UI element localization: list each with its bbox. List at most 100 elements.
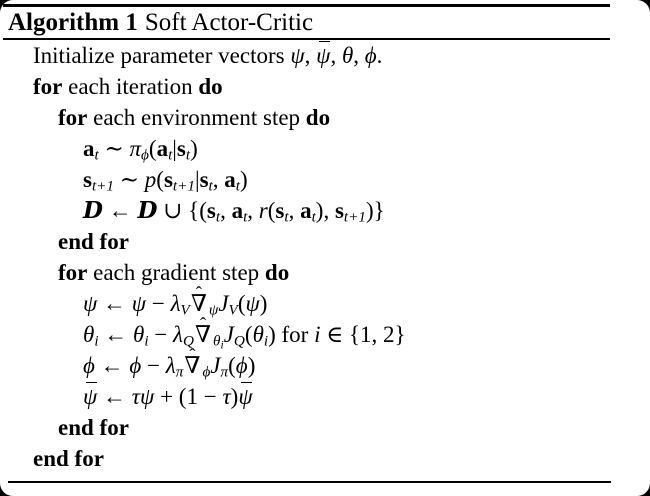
segment: ∈ {1, 2} — [320, 322, 406, 347]
segment: t — [185, 146, 191, 164]
segment: ϕ — [129, 353, 142, 378]
segment: i — [94, 332, 99, 350]
algorithm-line: ϕ ← ϕ − λπ∇ϕJπ(ϕ) — [0, 350, 650, 381]
segment: + (1 − — [154, 384, 223, 409]
segment: ψ — [83, 291, 98, 316]
segment: a — [156, 136, 169, 161]
segment: t — [284, 208, 289, 226]
segment: − — [148, 322, 174, 347]
algorithm-line: ψ ← τψ + (1 − τ)ψ — [0, 381, 650, 412]
segment: ψ — [238, 381, 253, 412]
segment: s — [275, 198, 285, 223]
segment: ψ — [316, 40, 330, 71]
segment: J — [210, 353, 221, 378]
segment: ϕ — [202, 363, 211, 381]
segment: , — [220, 198, 232, 223]
segment: θ — [341, 43, 354, 68]
algorithm-line: for each iteration do — [0, 71, 650, 102]
segment: | — [172, 136, 177, 161]
top-rule — [3, 4, 610, 7]
segment: ϕ — [364, 43, 377, 68]
segment: π — [129, 136, 142, 161]
segment: i — [263, 332, 269, 350]
segment: , — [212, 167, 225, 192]
segment: t — [208, 177, 213, 195]
segment: ) — [190, 136, 198, 161]
segment: do — [198, 74, 223, 99]
segment: ∇ — [195, 319, 211, 350]
segment: ( — [156, 167, 164, 192]
segment: t — [215, 208, 221, 226]
segment: a — [224, 167, 236, 192]
segment: . — [376, 43, 383, 68]
segment: ψ — [290, 43, 305, 68]
segment: i — [220, 339, 224, 352]
segment: t — [243, 208, 248, 226]
algorithm-line: for each environment step do — [0, 102, 650, 133]
segment: ) — [230, 384, 239, 409]
segment: for — [33, 74, 63, 99]
segment: , — [288, 198, 301, 223]
segment: s — [206, 198, 216, 223]
segment: V — [228, 301, 238, 319]
segment: , — [247, 198, 259, 223]
algorithm-line: ψ ← ψ − λV∇ψJV(ψ) — [0, 288, 650, 319]
segment: s — [176, 136, 186, 161]
algorithm-line: θi ← θi − λQ∇θiJQ(θi) for i ∈ {1, 2} — [0, 319, 650, 352]
title-divider-rule — [3, 38, 610, 40]
segment: )} — [365, 198, 385, 223]
segment: ψ — [245, 291, 260, 316]
segment: , — [304, 43, 317, 68]
algorithm-line: st+1 ∼ p(st+1|st, at) — [0, 164, 650, 195]
segment: J — [218, 291, 229, 316]
segment: for — [58, 105, 88, 130]
segment: ← — [97, 384, 132, 409]
segment: s — [83, 167, 92, 192]
segment: ( — [237, 291, 246, 316]
segment: ← — [98, 322, 134, 347]
segment: − — [141, 353, 166, 378]
segment: ← — [102, 198, 138, 223]
segment: s — [163, 167, 173, 192]
segment: t+1 — [91, 177, 114, 195]
algorithm-label: Algorithm 1 — [8, 9, 138, 36]
segment: i — [144, 332, 149, 350]
segment: D — [83, 197, 103, 224]
algorithm-line: end for — [0, 443, 650, 474]
segment: τ — [222, 384, 231, 409]
segment: ), — [315, 198, 335, 223]
segment: ϕ — [141, 146, 149, 164]
segment: λ — [170, 291, 181, 316]
segment: ) — [259, 291, 268, 316]
segment: , — [330, 43, 342, 68]
segment: ψ — [208, 301, 219, 319]
segment: π — [220, 363, 229, 381]
segment: t — [311, 208, 316, 226]
segment: a — [231, 198, 244, 223]
bottom-rule — [8, 481, 611, 483]
segment: ( — [228, 353, 236, 378]
segment: end for — [58, 229, 129, 254]
segment: ) for — [268, 322, 315, 347]
segment: ← — [94, 353, 130, 378]
algorithm-line: for each gradient step do — [0, 257, 650, 288]
segment: s — [199, 167, 209, 192]
segment: t — [94, 146, 99, 164]
segment: ( — [148, 136, 157, 161]
algorithm-line: D ← D ∪ {(st, at, r(st, at), st+1)} — [0, 195, 650, 226]
segment: τψ — [131, 384, 155, 409]
segment: J — [223, 322, 234, 347]
segment: ) — [239, 167, 248, 192]
segment: | — [194, 167, 200, 192]
segment: a — [83, 136, 95, 161]
segment: V — [180, 301, 190, 319]
segment: ) — [247, 353, 256, 378]
segment: t — [235, 177, 240, 195]
segment: do — [305, 105, 331, 130]
algorithm-line: end for — [0, 226, 650, 257]
algorithm-line: at ∼ πϕ(at|st) — [0, 133, 650, 164]
segment: ∼ — [98, 136, 130, 161]
segment: ∇ — [184, 350, 200, 381]
segment: each gradient step — [87, 260, 265, 285]
